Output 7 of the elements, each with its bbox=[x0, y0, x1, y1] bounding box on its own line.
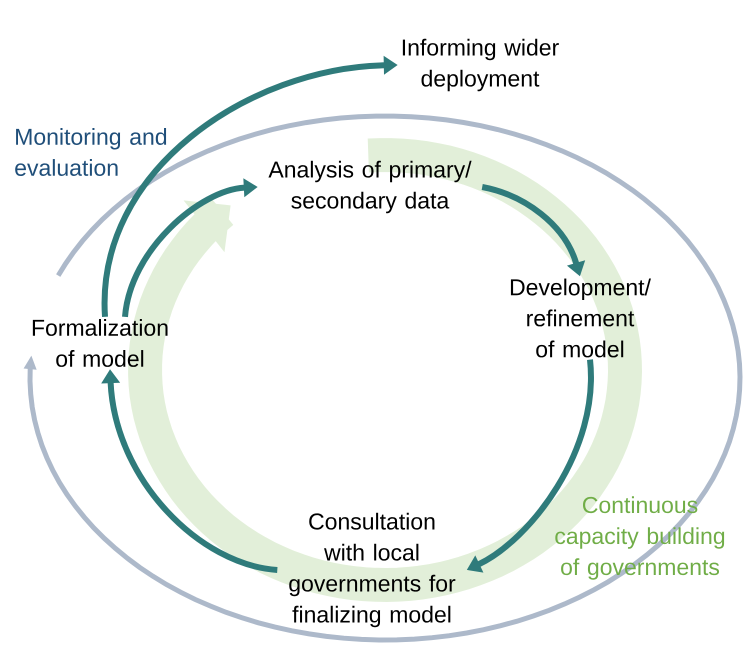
step-text: Analysis of primary/ secondary data bbox=[268, 160, 472, 214]
cycle-label: Monitoring and evaluation bbox=[15, 128, 166, 176]
cycle-label: Continuous capacity building of governments bbox=[555, 496, 724, 580]
step-text: Informing wider deployment bbox=[402, 38, 559, 92]
step-text: Consultation with local governments for finalizing model bbox=[289, 512, 456, 628]
step-text: Formalization of model bbox=[32, 319, 168, 367]
step-text: Development/ refinement of model bbox=[510, 278, 651, 358]
